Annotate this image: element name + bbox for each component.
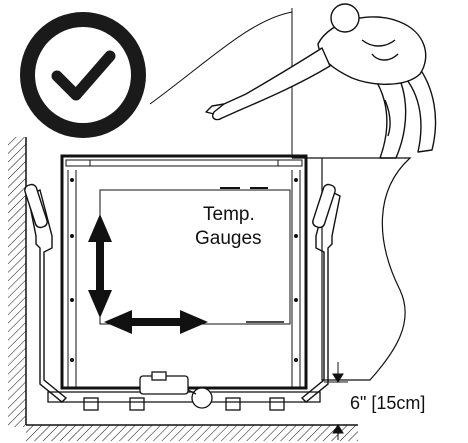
left-handle [24, 183, 68, 403]
human-figure-icon [205, 3, 437, 159]
fryer-cabinet [60, 154, 308, 390]
floor [26, 424, 358, 441]
clearance-dimension [324, 362, 348, 440]
right-handle [300, 183, 341, 403]
double-arrow-vertical-icon [88, 214, 112, 318]
adjacent-counter [292, 157, 412, 381]
fryer-base [47, 391, 321, 411]
temp-gauges-label-line1: Temp. [203, 204, 255, 225]
callout-line [149, 11, 293, 105]
checkmark-circle-icon [20, 12, 146, 138]
drain-valve [139, 371, 213, 409]
double-arrow-horizontal-icon [104, 310, 208, 334]
clearance-label: 6" [15cm] [350, 393, 425, 413]
temp-gauges-label-line2: Gauges [195, 228, 262, 249]
left-wall [8, 137, 27, 427]
